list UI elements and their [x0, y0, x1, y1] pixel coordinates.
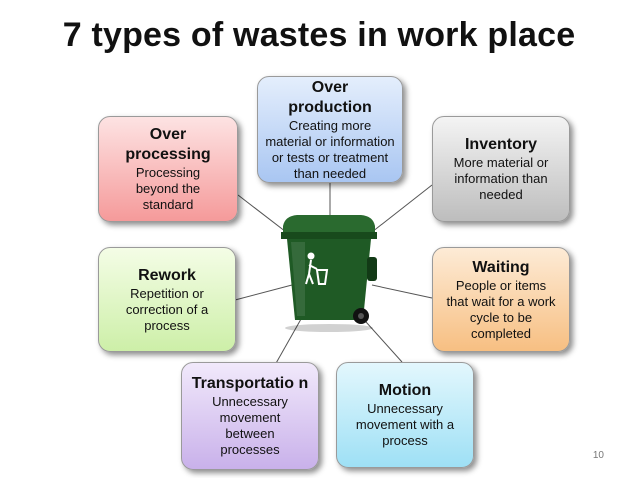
bin-body	[287, 239, 371, 320]
bin-handle	[367, 257, 377, 281]
bin-wheel-hub	[358, 313, 364, 319]
card-motion: Motion Unnecessary movement with a proce…	[336, 362, 474, 468]
card-waiting-text: People or items that wait for a work cyc…	[446, 277, 556, 341]
card-rework-heading: Rework	[138, 266, 196, 284]
card-inventory-text: More material or information than needed	[453, 155, 549, 202]
trash-bin-icon	[281, 215, 377, 332]
bin-shadow	[285, 324, 373, 332]
page-title: 7 types of wastes in work place	[62, 16, 576, 54]
connector-waiting	[371, 284, 433, 299]
card-overprocessing: Over processing Processing beyond the st…	[98, 116, 238, 222]
connector-inventory	[371, 184, 433, 233]
card-rework: Rework Repetition or correction of a pro…	[98, 247, 236, 352]
connector-transportation	[274, 311, 306, 366]
card-transportation-heading: Transportatio n	[191, 375, 309, 392]
bin-lid-edge	[281, 232, 377, 239]
card-overprocessing-heading: Over processing	[125, 126, 211, 163]
card-inventory-heading: Inventory	[464, 136, 537, 153]
bin-body-highlight	[291, 242, 305, 316]
bin-lid	[283, 215, 375, 234]
connector-rework	[234, 284, 293, 301]
card-inventory: Inventory More material or information t…	[432, 116, 570, 222]
card-overprocessing-text: Processing beyond the standard	[135, 165, 201, 212]
card-overproduction-text: Creating more material or information or…	[265, 117, 395, 181]
card-rework-text: Repetition or correction of a process	[125, 285, 209, 333]
litter-person-icon	[305, 252, 329, 285]
card-motion-text: Unnecessary movement with a process	[355, 401, 455, 448]
page-number: 10	[592, 450, 604, 461]
card-overproduction-heading: Over production	[288, 78, 372, 116]
card-overproduction: Over production Creating more material o…	[257, 76, 403, 183]
card-transportation-text: Unnecessary movement between processes	[212, 394, 288, 457]
connector-overprocessing	[237, 194, 291, 236]
card-transportation: Transportatio n Unnecessary movement bet…	[181, 362, 319, 470]
card-waiting: Waiting People or items that wait for a …	[432, 247, 570, 352]
card-waiting-heading: Waiting	[472, 258, 530, 276]
card-motion-heading: Motion	[378, 382, 432, 399]
